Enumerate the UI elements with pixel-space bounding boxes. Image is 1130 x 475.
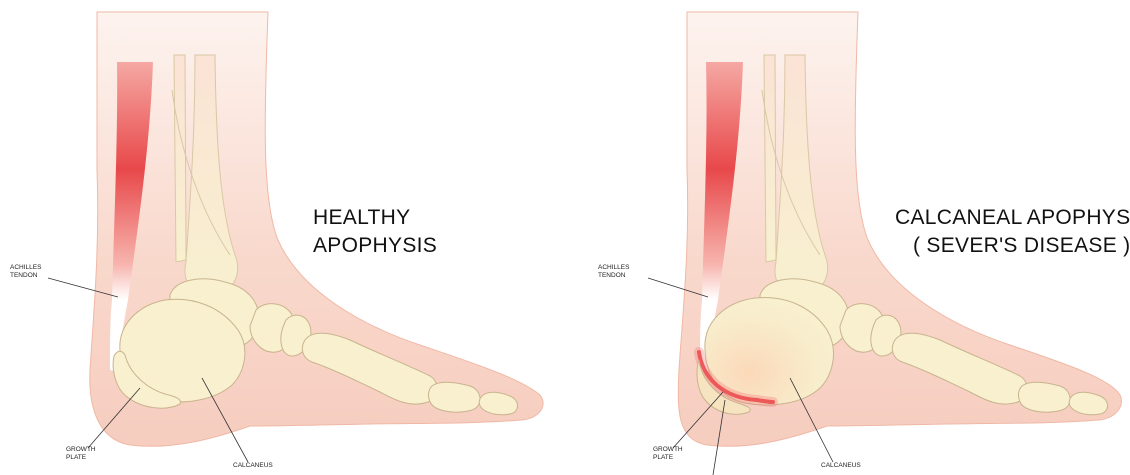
severs-title: CALCANEAL APOPHYSITIS ( SEVER'S DISEASE … bbox=[895, 204, 1130, 260]
calcaneus-label: CALCANEUS bbox=[821, 462, 861, 470]
growth-plate-label: GROWTH PLATE bbox=[66, 446, 96, 462]
achilles-label-line-2: TENDON bbox=[10, 272, 41, 280]
healthy-foot-panel: HEALTHY APOPHYSIS ACHILLES TENDON GROWTH… bbox=[0, 0, 565, 475]
calcaneus-label-text: CALCANEUS bbox=[821, 462, 861, 470]
achilles-label-line-1: ACHILLES bbox=[10, 264, 41, 272]
fibula bbox=[764, 55, 776, 262]
achilles-label-line-1: ACHILLES bbox=[598, 264, 629, 272]
severs-disease-panel: CALCANEAL APOPHYSITIS ( SEVER'S DISEASE … bbox=[565, 0, 1130, 475]
healthy-foot-illustration bbox=[0, 0, 565, 475]
severs-title-line-2: ( SEVER'S DISEASE ) bbox=[895, 232, 1130, 260]
healthy-title-line-2: APOPHYSIS bbox=[313, 232, 437, 260]
achilles-label-line-2: TENDON bbox=[598, 272, 629, 280]
achilles-tendon-label: ACHILLES TENDON bbox=[10, 264, 41, 280]
growth-label-line-2: PLATE bbox=[653, 454, 683, 462]
severs-title-line-1: CALCANEAL APOPHYSITIS bbox=[895, 204, 1130, 232]
growth-label-line-1: GROWTH bbox=[653, 446, 683, 454]
calcaneus-label: CALCANEUS bbox=[233, 462, 273, 470]
growth-label-line-2: PLATE bbox=[66, 454, 96, 462]
healthy-title-line-1: HEALTHY bbox=[313, 204, 437, 232]
achilles-tendon-label: ACHILLES TENDON bbox=[598, 264, 629, 280]
calcaneus-label-text: CALCANEUS bbox=[233, 462, 273, 470]
growth-plate-label: GROWTH PLATE bbox=[653, 446, 683, 462]
fibula bbox=[174, 55, 186, 262]
growth-label-line-1: GROWTH bbox=[66, 446, 96, 454]
healthy-title: HEALTHY APOPHYSIS bbox=[313, 204, 437, 260]
